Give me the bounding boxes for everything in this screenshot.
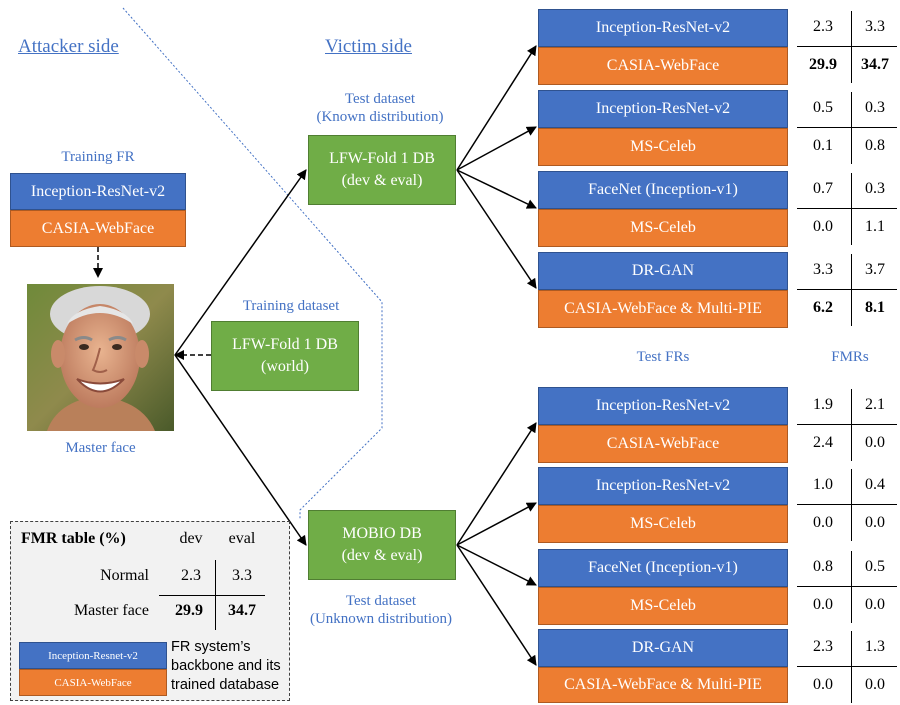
fmr-horizontal-divider	[797, 586, 897, 587]
fmr-horizontal-divider	[797, 208, 897, 209]
fmr-master-eval: 8.1	[865, 299, 885, 316]
known-fr-network-3: FaceNet (Inception-v1)	[538, 171, 788, 209]
fmr-legend: FMR table (%) dev eval Normal 2.3 3.3 Ma…	[10, 521, 290, 701]
victim-side-title: Victim side	[325, 36, 412, 57]
fmr-normal-dev: 2.3	[813, 18, 833, 35]
unknown-fr-network-4: DR-GAN	[538, 629, 788, 667]
fmr-normal-eval: 0.3	[865, 99, 885, 116]
known-fr-database-1: CASIA-WebFace	[538, 47, 788, 85]
fmr-master-eval: 0.8	[865, 137, 885, 154]
legend-col-dev: dev	[179, 530, 203, 547]
unknown-fr-database-4: CASIA-WebFace & Multi-PIE	[538, 667, 788, 703]
legend-title: FMR table (%)	[21, 530, 126, 547]
fmr-normal-dev: 1.9	[813, 396, 833, 413]
legend-col-eval: eval	[228, 530, 256, 547]
legend-normal-eval: 3.3	[232, 567, 252, 584]
fmr-master-eval: 0.0	[865, 434, 885, 451]
known-fr-database-4: CASIA-WebFace & Multi-PIE	[538, 290, 788, 328]
fmrs-header: FMRs	[831, 349, 869, 365]
fmr-master-dev: 0.0	[813, 676, 833, 693]
attacker-fr-network: Inception-ResNet-v2	[10, 173, 186, 210]
fmr-vertical-divider	[851, 254, 852, 326]
fmr-master-eval: 0.0	[865, 514, 885, 531]
fmr-master-dev: 6.2	[813, 299, 833, 316]
legend-master-dev: 29.9	[175, 602, 203, 619]
training-dataset-label: Training dataset	[242, 298, 340, 314]
fmr-master-eval: 0.0	[865, 676, 885, 693]
attacker-fr-database: CASIA-WebFace	[10, 210, 186, 247]
fmr-horizontal-divider	[797, 289, 897, 290]
fmr-normal-eval: 3.7	[865, 261, 885, 278]
fmr-normal-dev: 3.3	[813, 261, 833, 278]
unknown-fr-network-3: FaceNet (Inception-v1)	[538, 549, 788, 587]
fmr-horizontal-divider	[797, 504, 897, 505]
test-dataset-known-box: LFW-Fold 1 DB (dev & eval)	[308, 135, 456, 205]
legend-note: FR system’s backbone and its trained dat…	[171, 639, 281, 693]
arrow-face-to-known	[174, 169, 307, 356]
fmr-normal-dev: 1.0	[813, 476, 833, 493]
test-dataset-unknown-label: Test dataset (Unknown distribution)	[309, 593, 453, 627]
fmr-normal-eval: 1.3	[865, 638, 885, 655]
unknown-fr-database-2: MS-Celeb	[538, 505, 788, 543]
fmr-normal-eval: 2.1	[865, 396, 885, 413]
fmr-vertical-divider	[851, 389, 852, 461]
test-frs-header: Test FRs	[636, 349, 690, 365]
fmr-normal-dev: 0.5	[813, 99, 833, 116]
unknown-fr-database-3: MS-Celeb	[538, 587, 788, 625]
known-fr-database-2: MS-Celeb	[538, 128, 788, 166]
fmr-vertical-divider	[851, 11, 852, 83]
known-fr-database-3: MS-Celeb	[538, 209, 788, 247]
legend-normal-dev: 2.3	[181, 567, 201, 584]
training-fr-label: Training FR	[61, 149, 135, 165]
fmr-master-dev: 29.9	[809, 56, 837, 73]
fmr-vertical-divider	[851, 469, 852, 541]
unknown-fr-network-2: Inception-ResNet-v2	[538, 467, 788, 505]
fmr-normal-dev: 0.8	[813, 558, 833, 575]
fmr-horizontal-divider	[797, 424, 897, 425]
fmr-master-dev: 0.0	[813, 514, 833, 531]
fmr-horizontal-divider	[797, 666, 897, 667]
fmr-vertical-divider	[851, 92, 852, 164]
fmr-normal-dev: 2.3	[813, 638, 833, 655]
legend-master-eval: 34.7	[228, 602, 256, 619]
fmr-normal-eval: 0.3	[865, 180, 885, 197]
fmr-horizontal-divider	[797, 46, 897, 47]
fmr-master-eval: 0.0	[865, 596, 885, 613]
known-fr-network-1: Inception-ResNet-v2	[538, 9, 788, 47]
attacker-victim-separator	[122, 7, 383, 520]
fmr-vertical-divider	[851, 551, 852, 623]
known-fr-network-4: DR-GAN	[538, 252, 788, 290]
arrow-face-to-unknown	[174, 354, 307, 546]
master-face-label: Master face	[65, 440, 136, 456]
fmr-vertical-divider	[851, 631, 852, 703]
legend-horizontal-divider	[159, 595, 265, 596]
fmr-normal-eval: 3.3	[865, 18, 885, 35]
test-dataset-known-label: Test dataset (Known distribution)	[316, 91, 444, 125]
fmr-normal-eval: 0.4	[865, 476, 885, 493]
master-face-image	[27, 284, 174, 431]
legend-row-master: Master face	[73, 602, 149, 619]
unknown-fr-database-1: CASIA-WebFace	[538, 425, 788, 463]
fmr-horizontal-divider	[797, 127, 897, 128]
fmr-master-eval: 34.7	[861, 56, 889, 73]
test-dataset-unknown-box: MOBIO DB (dev & eval)	[308, 510, 456, 580]
fmr-master-dev: 0.1	[813, 137, 833, 154]
training-dataset-box: LFW-Fold 1 DB (world)	[211, 321, 359, 391]
legend-row-normal: Normal	[100, 567, 149, 584]
known-fr-network-2: Inception-ResNet-v2	[538, 90, 788, 128]
fmr-master-dev: 0.0	[813, 596, 833, 613]
fmr-normal-eval: 0.5	[865, 558, 885, 575]
fmr-master-dev: 2.4	[813, 434, 833, 451]
fmr-master-dev: 0.0	[813, 218, 833, 235]
legend-sample-network: Inception-Resnet-v2	[19, 642, 167, 669]
unknown-fr-network-1: Inception-ResNet-v2	[538, 387, 788, 425]
legend-sample-database: CASIA-WebFace	[19, 669, 167, 696]
fmr-vertical-divider	[851, 173, 852, 245]
fmr-master-eval: 1.1	[865, 218, 885, 235]
attacker-side-title: Attacker side	[18, 36, 119, 57]
fmr-normal-dev: 0.7	[813, 180, 833, 197]
